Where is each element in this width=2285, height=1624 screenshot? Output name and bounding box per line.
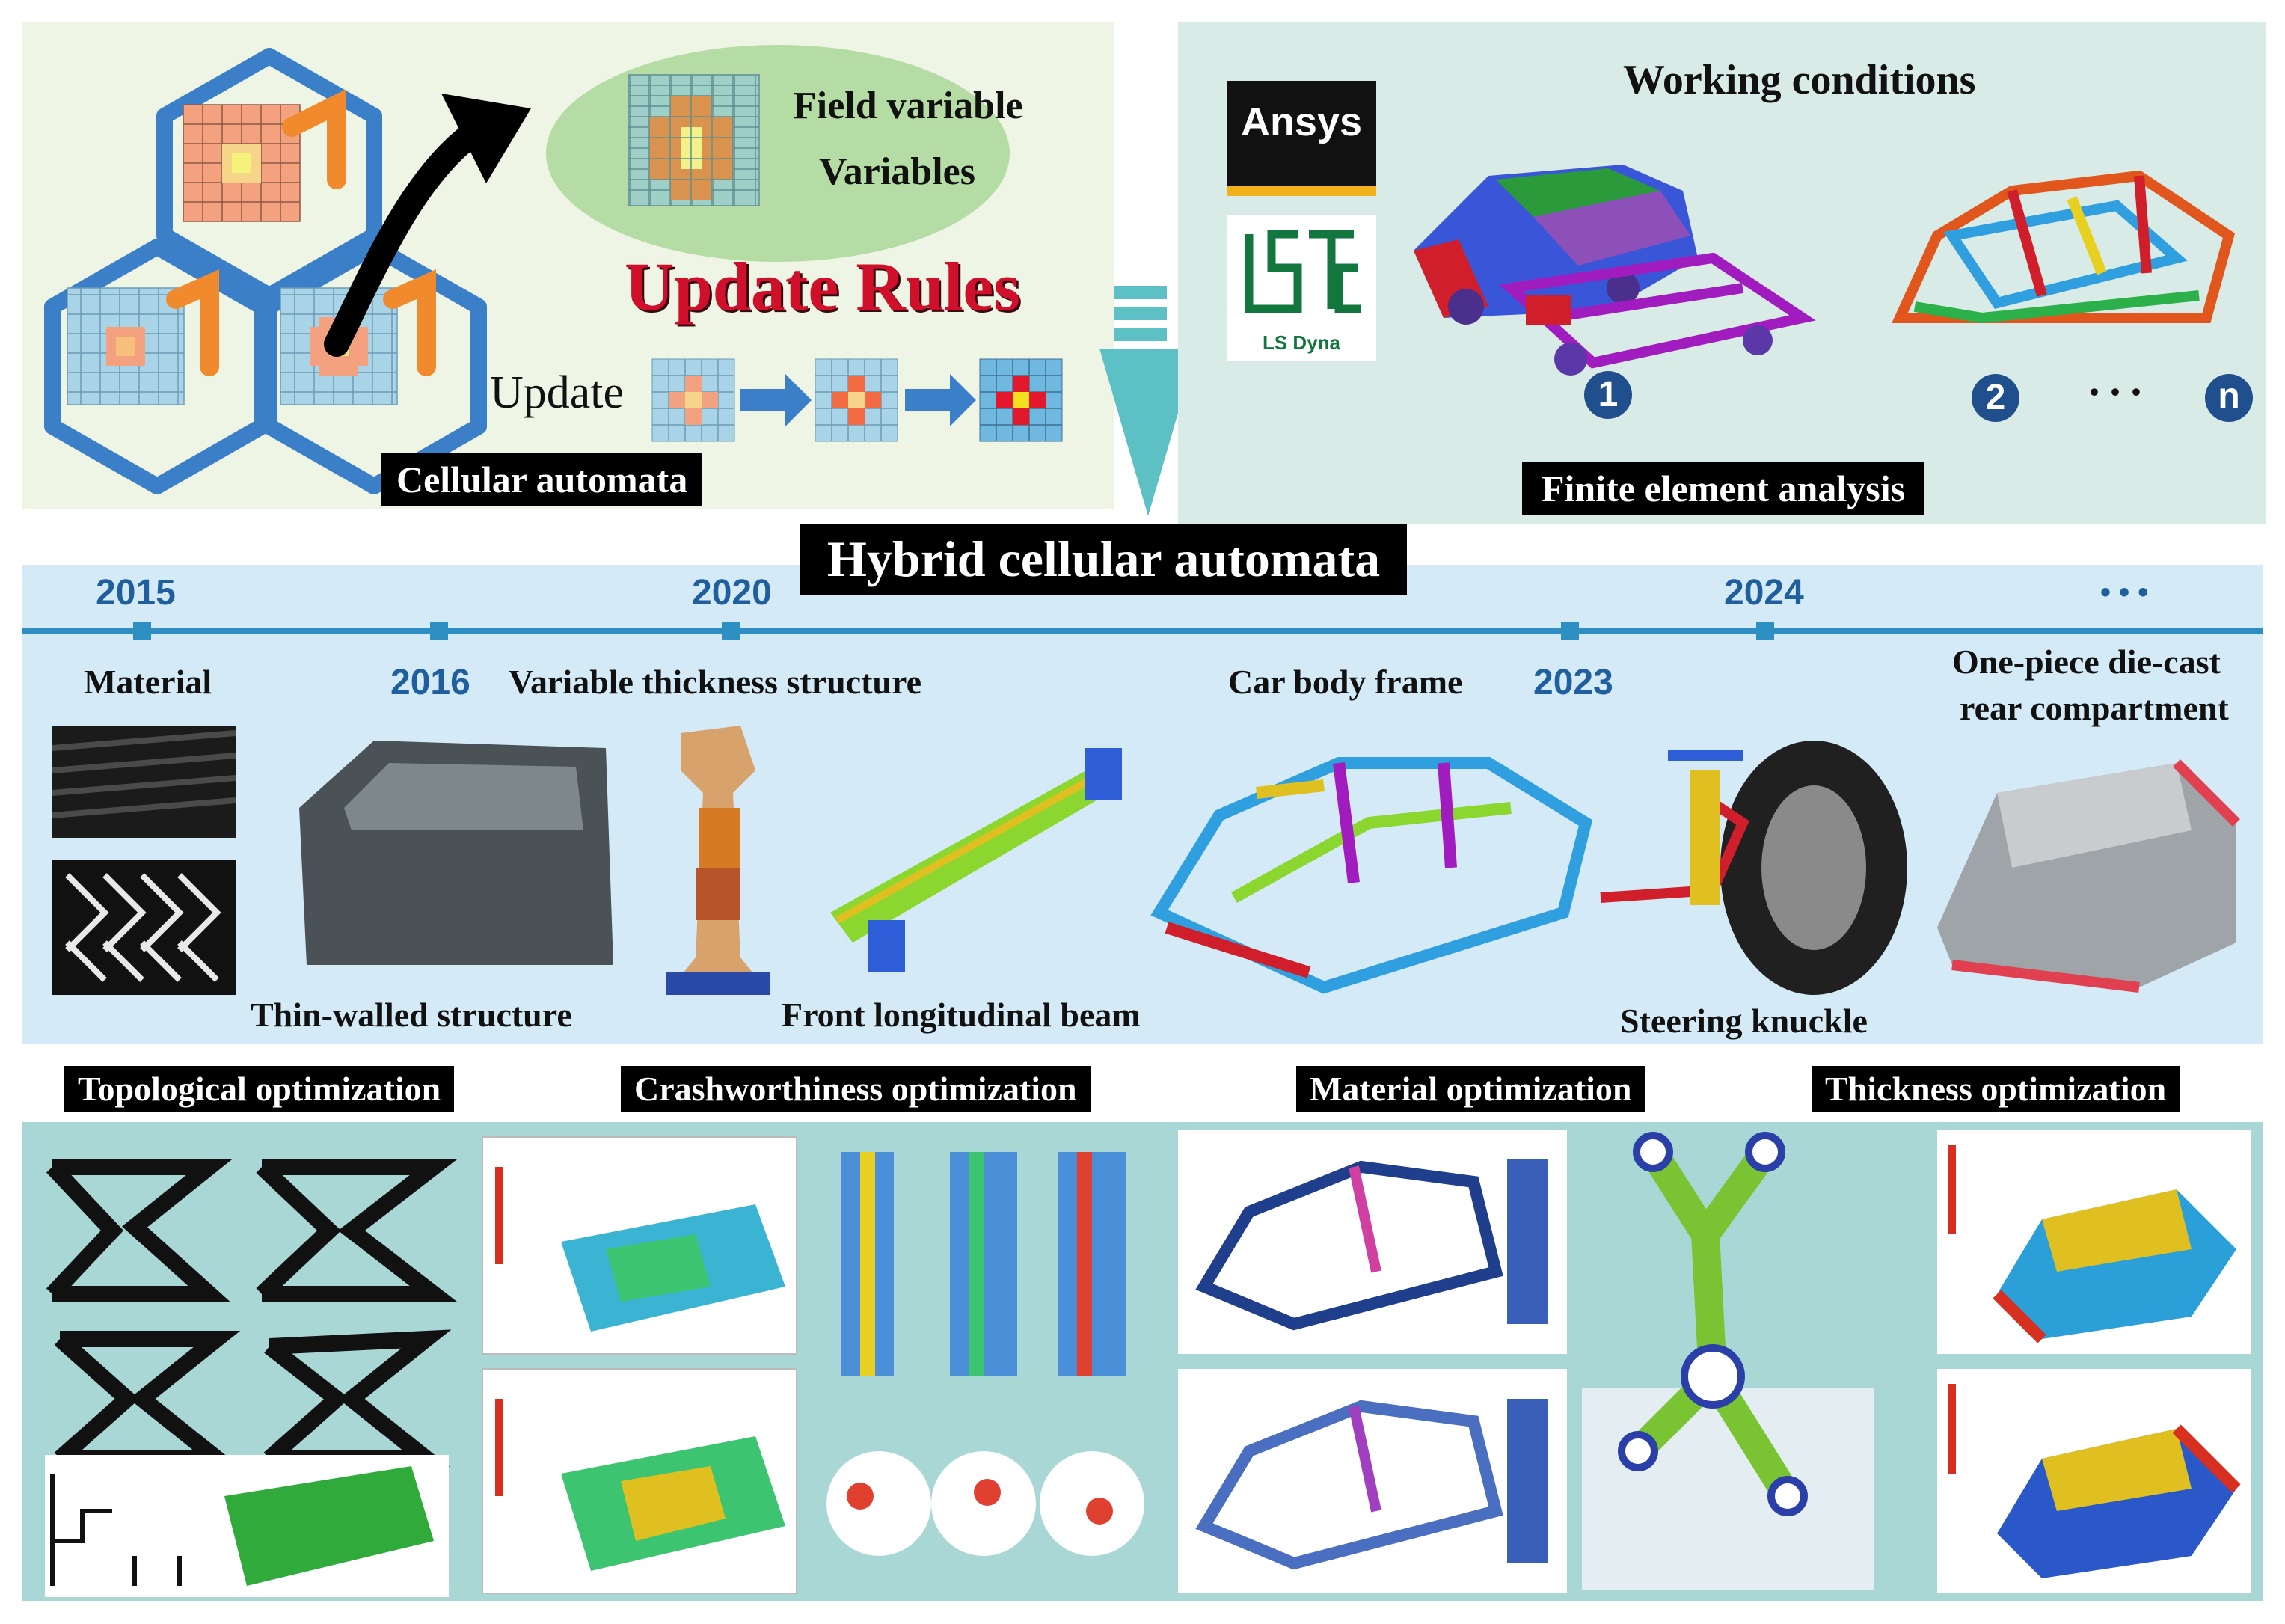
year-2020: 2020 [692,573,772,613]
timeline-illustrations [52,726,2240,995]
caption-die-cast-line2: rear compartment [1960,689,2229,727]
material-optimization-label: Material optimization [1296,1066,1645,1112]
year-2023: 2023 [1533,663,1613,702]
field-variable-grid [628,74,760,206]
caption-thin-walled: Thin-walled structure [251,996,572,1034]
full-car-model-icon [1414,165,1698,325]
die-cast-rear-compartment-icon [1937,759,2240,993]
update-arrow [324,122,484,357]
lsdyna-logo: LS Dyna [1227,215,1376,361]
hybrid-cellular-automata-title: Hybrid cellular automata [800,524,1408,595]
thickness-optimization-label: Thickness optimization [1812,1066,2180,1112]
fea-vehicle-models [1414,165,2236,376]
timeline-tick-2024 [1756,622,1774,640]
thickness-optimized-compartment-upper [1937,1130,2251,1354]
crashworthiness-optimization-label: Crashworthiness optimization [621,1066,1091,1112]
timeline-tick-2015 [133,622,151,640]
optimization-illustrations [45,1130,2251,1597]
caption-car-body: Car body frame [1228,663,1463,701]
update-rules-title: Update Rules [625,248,1021,325]
caption-material: Material [84,663,212,701]
thickness-optimized-compartment-lower [1937,1369,2251,1593]
b-pillar-icon [666,726,770,995]
topology-result-shapes [46,1159,458,1467]
contour-plot-lower [482,1368,797,1594]
variables-label: Variables [819,150,975,193]
steering-knuckle-icon [1600,741,1907,995]
knuckle-material-optimization [1582,1132,1874,1590]
timeline-tick-2020 [722,622,740,640]
hexagon-cells [44,48,487,494]
chassis-model-icon [1499,252,1816,376]
topological-optimization-label: Topological optimization [64,1066,455,1112]
timeline-more: • • • [2100,576,2149,609]
topology-domain-box [45,1455,449,1597]
merge-arrow [1099,286,1197,516]
year-2024: 2024 [1724,573,1804,613]
update-step-arrow [740,374,812,426]
condition-2-badge: 2 [1972,374,2019,422]
caption-variable-thickness: Variable thickness structure [509,663,921,701]
year-2015: 2015 [96,573,176,613]
working-conditions-title: Working conditions [1623,57,1976,103]
timeline-axis [22,628,2263,634]
body-in-white-model-icon [1892,170,2236,324]
caption-front-beam: Front longitudinal beam [782,996,1141,1034]
caption-die-cast-line1: One-piece die-cast [1952,643,2221,681]
crash-tube-models [826,1152,1144,1556]
caption-steering-knuckle: Steering knuckle [1620,1002,1868,1040]
orange-neighbor-mark [282,88,346,189]
material-optimized-frame-lower [1178,1369,1567,1593]
cellular-automata-illustration [44,45,1063,494]
timeline-tick-2016 [430,622,448,640]
cellular-automata-label: Cellular automata [381,453,703,506]
field-variable-label: Field variable [793,85,1023,127]
ansys-logo: Ansys [1227,81,1376,196]
carbon-fiber-sample-icon [52,726,236,838]
condition-n-badge: n [2205,374,2253,422]
conditions-ellipsis: ··· [2087,367,2150,417]
cell-grid-left [67,287,185,405]
contour-plot-upper [482,1136,797,1355]
cell-grid-top [183,104,301,222]
fea-label: Finite element analysis [1522,462,1925,515]
car-door-panel-icon [299,741,613,965]
update-sequence [651,358,1063,442]
year-2016: 2016 [390,663,470,702]
condition-1-badge: 1 [1584,371,1632,419]
timeline-tick-2023 [1561,622,1579,640]
lattice-material-sample-icon [52,860,236,995]
car-body-frame-icon [1150,757,1593,994]
update-label: Update [490,367,625,418]
material-optimized-frame-upper [1178,1130,1567,1354]
front-longitudinal-beam-icon [830,748,1122,972]
